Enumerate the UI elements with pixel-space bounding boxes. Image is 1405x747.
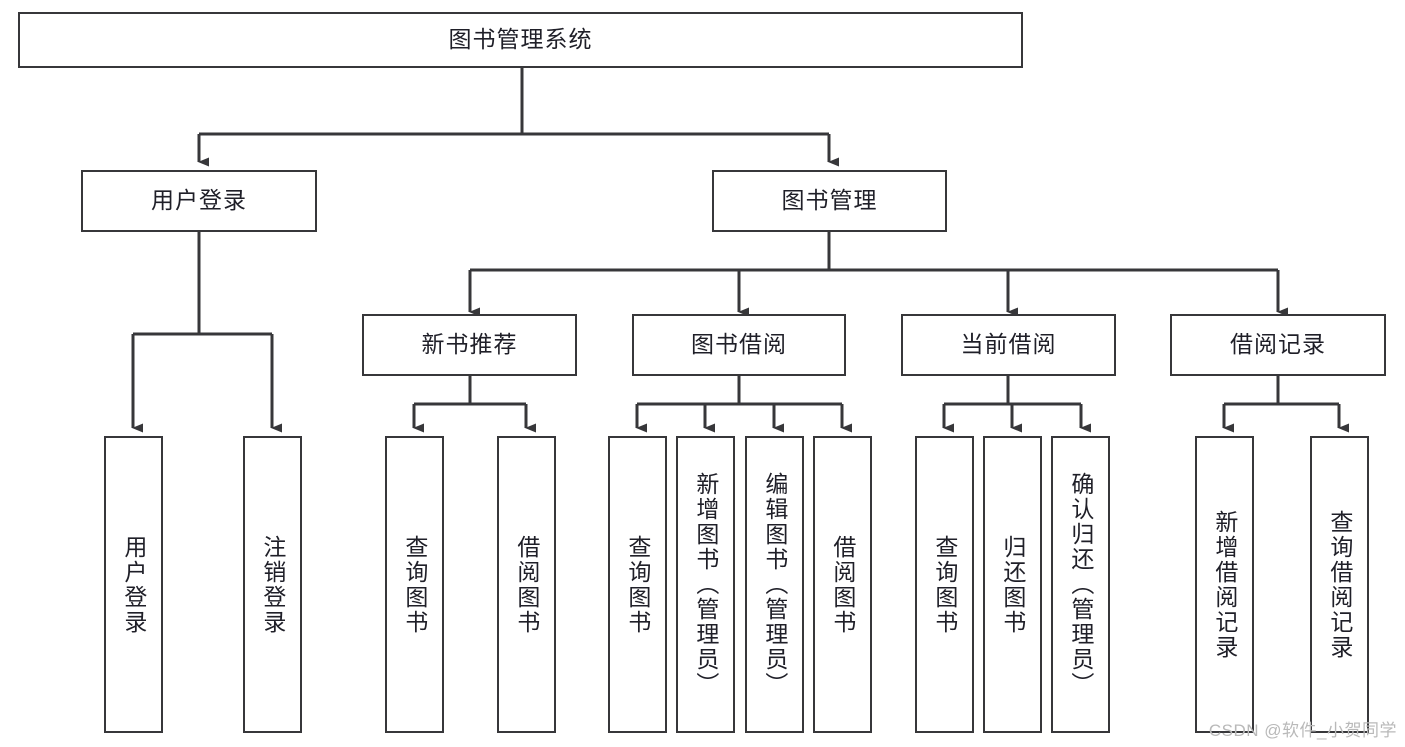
leaf-add-book[interactable]: 新增图书（管理员） [676,436,735,733]
leaf-return-book-label: 归还图书 [999,534,1026,635]
node-book-management[interactable]: 图书管理 [712,170,947,232]
leaf-user-login[interactable]: 用户登录 [104,436,163,733]
leaf-confirm-return[interactable]: 确认归还（管理员） [1051,436,1110,733]
watermark: CSDN @软件_小贺同学 [1209,716,1397,741]
leaf-logout-login[interactable]: 注销登录 [243,436,302,733]
leaf-query-book-1[interactable]: 查询图书 [385,436,444,733]
leaf-query-book-2[interactable]: 查询图书 [608,436,667,733]
leaf-borrow-book-2[interactable]: 借阅图书 [813,436,872,733]
leaf-add-book-label: 新增图书（管理员） [692,472,719,697]
node-root-system-label: 图书管理系统 [448,26,593,53]
node-new-book-recommend[interactable]: 新书推荐 [362,314,577,376]
leaf-logout-login-label: 注销登录 [259,534,286,635]
node-book-management-label: 图书管理 [781,187,878,214]
leaf-confirm-return-label: 确认归还（管理员） [1067,472,1094,697]
node-borrow-record[interactable]: 借阅记录 [1170,314,1386,376]
leaf-add-borrow-record[interactable]: 新增借阅记录 [1195,436,1254,733]
leaf-query-book-1-label: 查询图书 [401,534,428,635]
node-new-book-recommend-label: 新书推荐 [421,331,518,358]
node-book-borrow-label: 图书借阅 [691,331,787,358]
leaf-edit-book-label: 编辑图书（管理员） [761,472,788,697]
node-user-login-label: 用户登录 [151,187,247,214]
leaf-edit-book[interactable]: 编辑图书（管理员） [745,436,804,733]
leaf-borrow-book-1[interactable]: 借阅图书 [497,436,556,733]
leaf-return-book[interactable]: 归还图书 [983,436,1042,733]
node-current-borrow-label: 当前借阅 [960,331,1057,358]
node-user-login[interactable]: 用户登录 [81,170,317,232]
node-root-system[interactable]: 图书管理系统 [18,12,1023,68]
leaf-query-borrow-record[interactable]: 查询借阅记录 [1310,436,1369,733]
leaf-query-book-3[interactable]: 查询图书 [915,436,974,733]
leaf-query-borrow-record-label: 查询借阅记录 [1326,509,1353,660]
leaf-user-login-label: 用户登录 [120,534,147,635]
watermark-text: CSDN @软件_小贺同学 [1208,721,1397,740]
node-borrow-record-label: 借阅记录 [1230,331,1326,358]
node-current-borrow[interactable]: 当前借阅 [901,314,1116,376]
node-book-borrow[interactable]: 图书借阅 [632,314,846,376]
leaf-borrow-book-1-label: 借阅图书 [513,534,540,635]
leaf-query-book-2-label: 查询图书 [624,534,651,635]
leaf-query-book-3-label: 查询图书 [931,534,958,635]
leaf-borrow-book-2-label: 借阅图书 [829,534,856,635]
leaf-add-borrow-record-label: 新增借阅记录 [1211,509,1238,660]
